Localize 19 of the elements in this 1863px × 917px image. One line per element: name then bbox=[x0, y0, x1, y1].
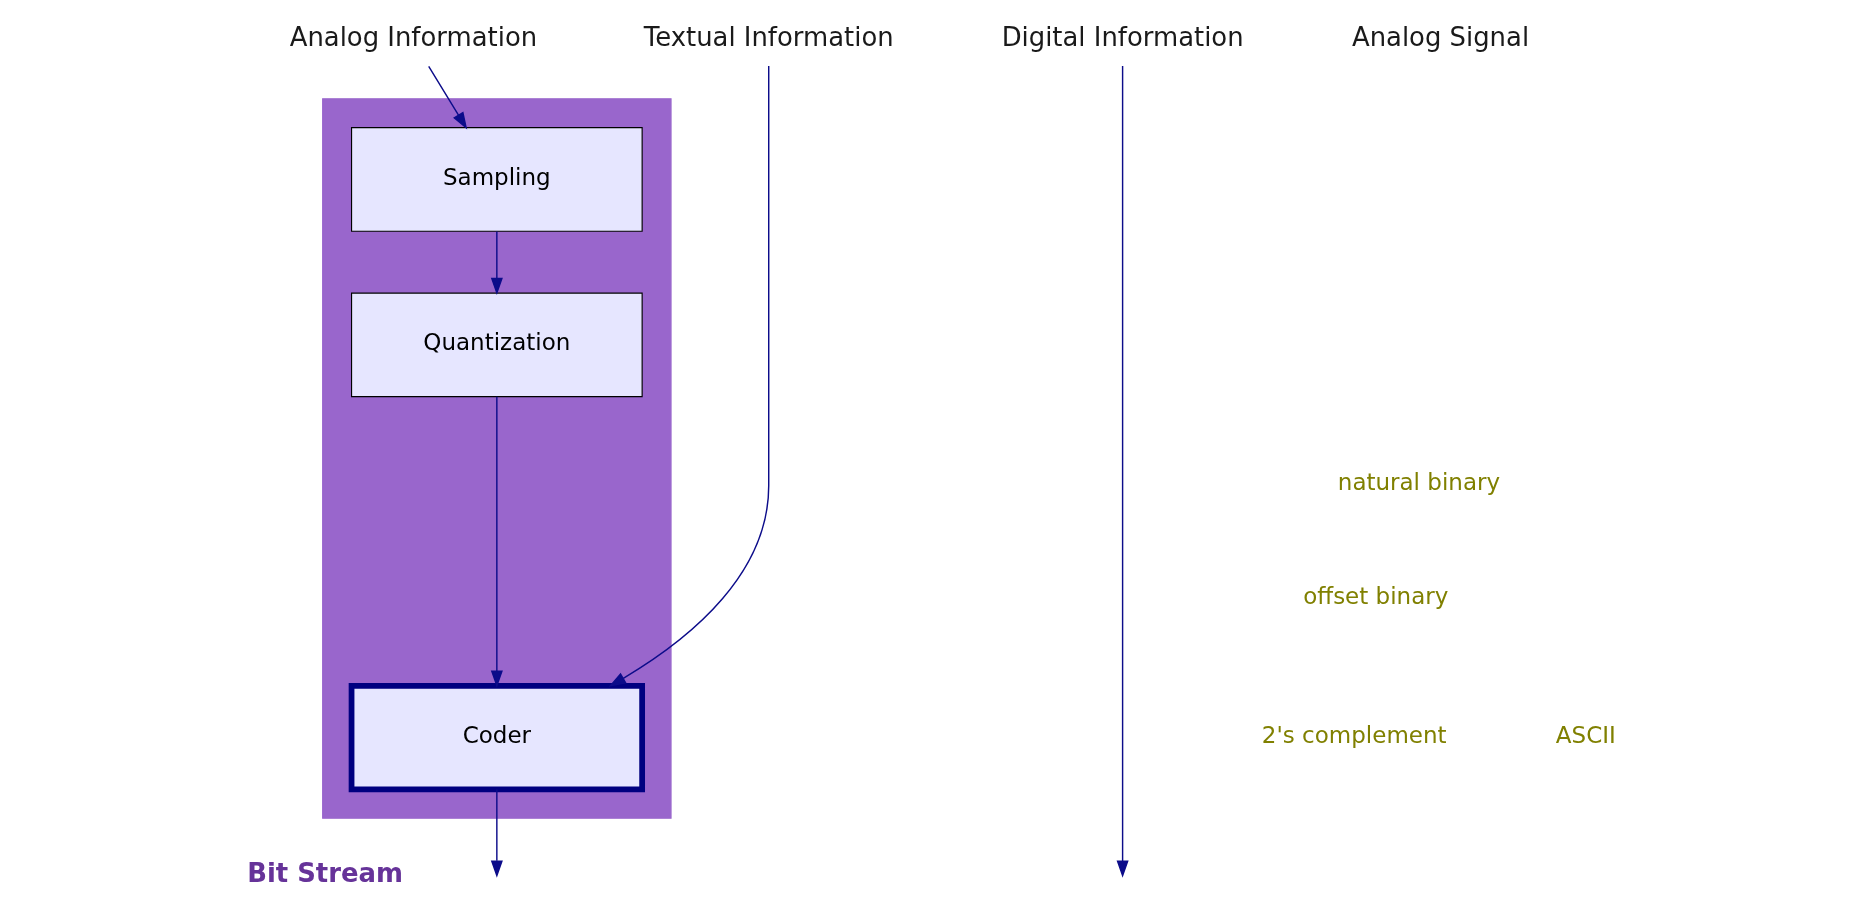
label: ASCII bbox=[1555, 722, 1616, 749]
node-box: Sampling bbox=[350, 127, 643, 232]
label: offset binary bbox=[1302, 582, 1448, 609]
node-text: Textual Information bbox=[643, 22, 894, 53]
arrow bbox=[490, 788, 503, 878]
node-text: Digital Information bbox=[1001, 22, 1244, 53]
arrow bbox=[490, 396, 503, 688]
node-text: Analog Information bbox=[289, 22, 537, 53]
arrow bbox=[490, 230, 503, 296]
arrow bbox=[608, 65, 769, 687]
arrow bbox=[1116, 65, 1129, 878]
cluster bbox=[321, 98, 672, 819]
node-box: Coder bbox=[348, 682, 645, 793]
label: Analog Signal bbox=[1351, 22, 1529, 53]
label: Bit Stream bbox=[246, 858, 403, 888]
label: natural binary bbox=[1337, 468, 1500, 495]
arrow bbox=[427, 65, 467, 130]
node-box: Quantization bbox=[350, 292, 643, 398]
label: 2's complement bbox=[1261, 722, 1447, 749]
